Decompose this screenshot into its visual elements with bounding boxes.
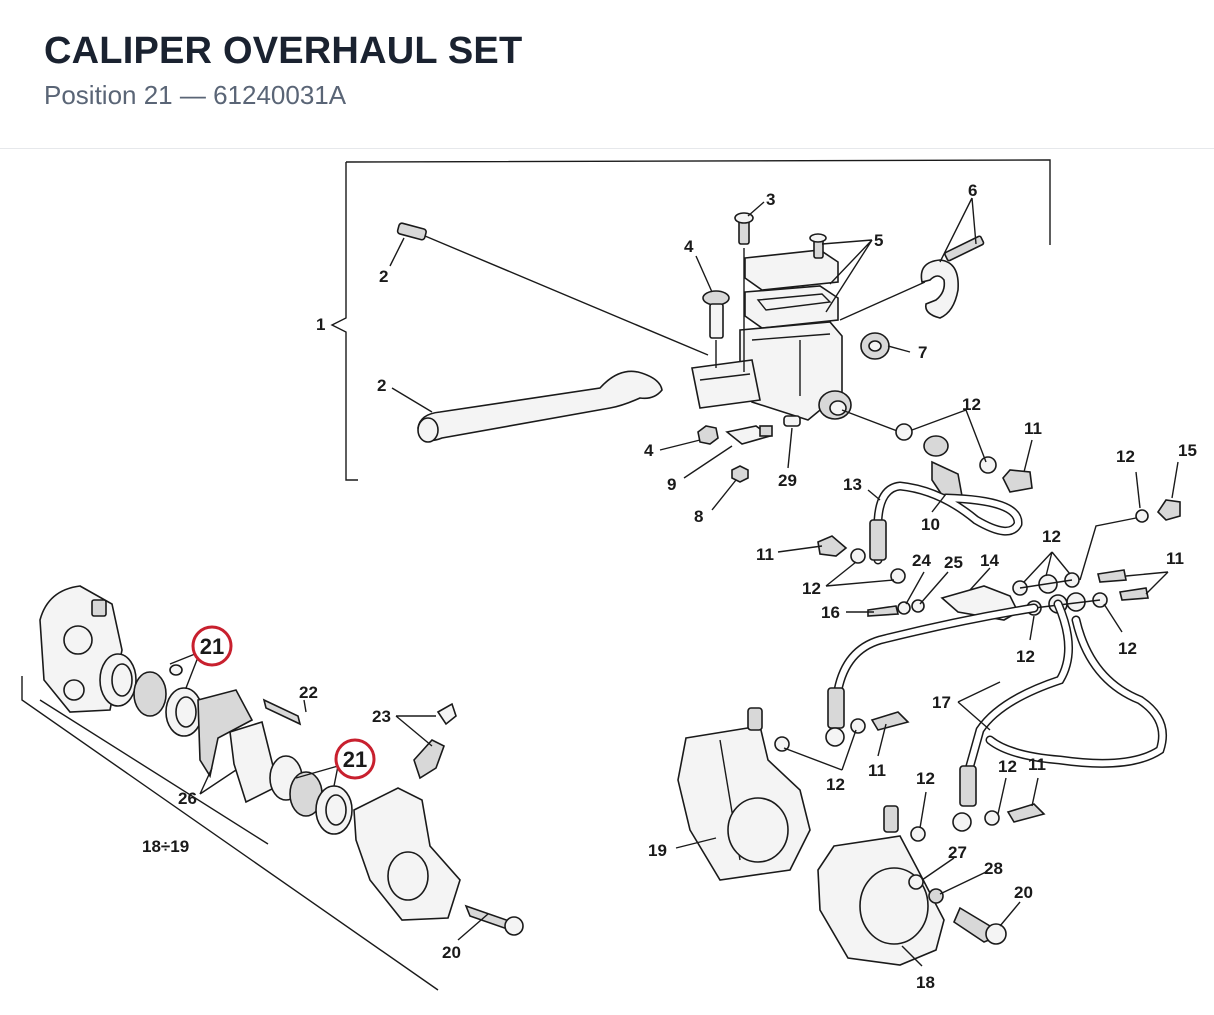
callout-20: 20 [442,943,461,962]
pivot-screw [396,222,709,356]
brake-lever [417,370,663,443]
callout-24: 24 [912,551,931,570]
callout-12: 12 [1116,447,1135,466]
callout-3: 3 [766,190,775,209]
handlebar-clamp [920,235,985,319]
callout-8: 8 [694,507,703,526]
highlight-ring [191,625,233,667]
callout-4: 4 [644,441,654,460]
page-title: CALIPER OVERHAUL SET [44,30,523,72]
callout-9: 9 [667,475,676,494]
callout-27: 27 [948,843,967,862]
callout-11: 11 [868,761,886,780]
callout-12: 12 [1016,647,1035,666]
page-header: CALIPER OVERHAUL SET Position 21 — 61240… [0,0,1214,149]
callout-1: 1 [316,315,325,334]
upper-hose-assembly [869,423,1033,565]
callout-12: 12 [962,395,981,414]
callout-26: 26 [178,789,197,808]
callout-16: 16 [821,603,840,622]
callout-18-19: 18÷19 [142,837,189,856]
left-caliper-exploded [21,585,524,991]
callout-25: 25 [944,553,963,572]
callout-2: 2 [377,376,386,395]
callout-11: 11 [1028,755,1046,774]
callout-18: 18 [916,973,935,992]
callout-5: 5 [874,231,883,250]
callout-29: 29 [778,471,797,490]
callout-12: 12 [1042,527,1061,546]
page-subtitle: Position 21 — 61240031A [44,80,347,110]
callout-2: 2 [379,267,388,286]
lower-hoses [774,599,1167,842]
callout-20: 20 [1014,883,1033,902]
callout-12: 12 [998,757,1017,776]
callout-21: 21 [343,747,367,772]
highlight-callout-21-upper[interactable]: 21 [191,625,233,667]
callout-11: 11 [1024,419,1042,438]
leader-lines [169,197,1179,967]
highlight-callout-21-lower[interactable]: 21 [334,738,376,780]
callout-12: 12 [916,769,935,788]
callout-19: 19 [648,841,667,860]
assembly-bracket-1 [330,159,1051,481]
callout-17: 17 [932,693,951,712]
callout-13: 13 [843,475,862,494]
callout-21: 21 [200,634,224,659]
dust-boot [860,332,890,360]
callout-12: 12 [1118,639,1137,658]
callout-4: 4 [684,237,694,256]
callout-6: 6 [968,181,977,200]
switch-parts [697,415,801,483]
callout-22: 22 [299,683,318,702]
callout-12: 12 [826,775,845,794]
mount-bolt [702,290,730,368]
callout-23: 23 [372,707,391,726]
callout-15: 15 [1178,441,1197,460]
reservoir-screws [734,212,827,372]
callout-10: 10 [921,515,940,534]
callout-28: 28 [984,859,1003,878]
master-cylinder [691,249,926,433]
callout-12: 12 [802,579,821,598]
exploded-parts-diagram: 1 2 2 3 4 4 5 6 7 8 9 10 11 11 11 11 11 … [21,159,1197,992]
callout-11: 11 [756,545,774,564]
right-calipers [677,707,1007,966]
callout-labels: 1 2 2 3 4 4 5 6 7 8 9 10 11 11 11 11 11 … [142,181,1197,992]
callout-11: 11 [1166,549,1184,568]
callout-7: 7 [918,343,927,362]
callout-14: 14 [980,551,999,570]
highlight-ring [334,738,376,780]
